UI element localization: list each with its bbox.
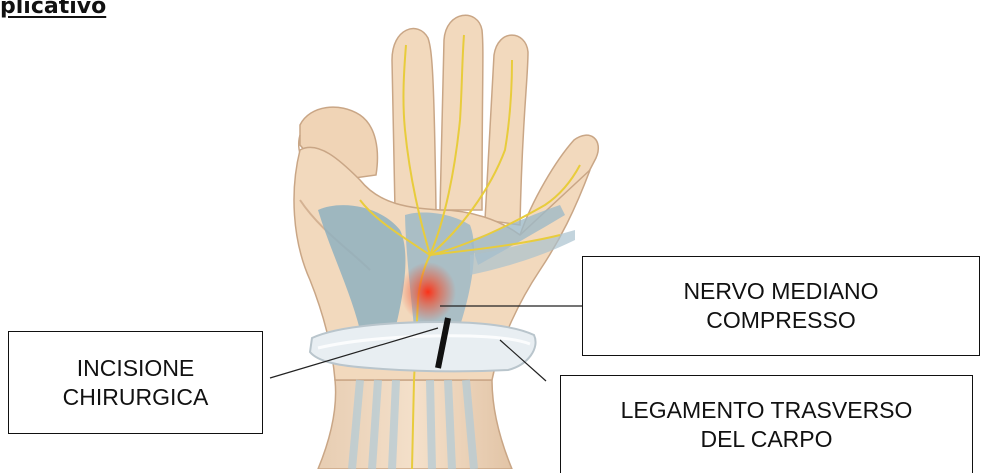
transverse-carpal-ligament — [310, 322, 536, 371]
label-surgical-incision: INCISIONE CHIRURGICA — [8, 331, 263, 434]
label-incision-line1: INCISIONE — [77, 354, 195, 383]
compression-point — [400, 262, 456, 322]
ring-finger — [485, 35, 528, 225]
label-nerve-compressed: NERVO MEDIANO COMPRESSO — [582, 256, 980, 356]
label-nerve-line2: COMPRESSO — [706, 306, 856, 335]
label-ligament-line2: DEL CARPO — [700, 425, 832, 454]
label-nerve-line1: NERVO MEDIANO — [683, 277, 878, 306]
label-incision-line2: CHIRURGICA — [63, 383, 209, 412]
label-ligament-line1: LEGAMENTO TRASVERSO — [621, 396, 913, 425]
index-finger — [392, 29, 436, 210]
forearm — [318, 380, 512, 469]
label-transverse-ligament: LEGAMENTO TRASVERSO DEL CARPO — [560, 375, 973, 473]
